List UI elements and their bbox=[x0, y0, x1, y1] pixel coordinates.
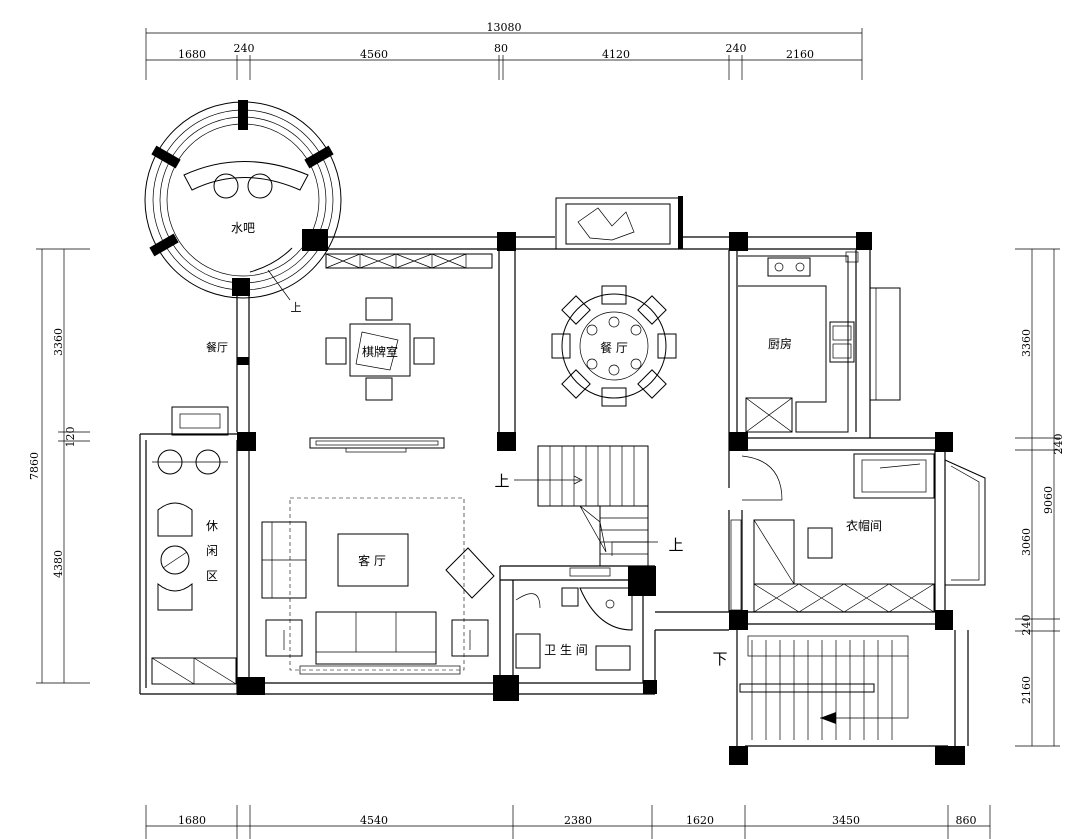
dim-right-1: 3360 bbox=[1020, 329, 1033, 357]
label-living: 客 厅 bbox=[358, 553, 386, 568]
card-room: 棋牌室 bbox=[325, 253, 493, 401]
lower-stairwell: 下 bbox=[712, 635, 909, 740]
dim-left-3: 4380 bbox=[52, 550, 65, 578]
dim-top-4: 80 bbox=[494, 42, 508, 55]
dining-room: 餐 厅 bbox=[551, 285, 677, 407]
label-side-dining: 餐厅 bbox=[206, 340, 228, 354]
leisure-area: 休 闲 区 bbox=[151, 406, 237, 685]
dim-top-6: 240 bbox=[726, 42, 747, 55]
label-leisure-3: 区 bbox=[206, 569, 218, 583]
dim-top-2: 240 bbox=[234, 42, 255, 55]
bottom-dimension-chain: 1680 4540 2380 1620 3450 860 bbox=[145, 805, 991, 839]
walls bbox=[139, 236, 986, 747]
dim-right-3: 3060 bbox=[1020, 528, 1033, 556]
dim-top-7: 2160 bbox=[786, 48, 814, 61]
dim-top-total: 13080 bbox=[487, 21, 522, 34]
dim-bottom-6: 860 bbox=[956, 814, 977, 827]
balcony-planter bbox=[555, 196, 683, 250]
label-kitchen: 厨房 bbox=[768, 336, 792, 351]
dim-left-1: 3360 bbox=[52, 328, 65, 356]
water-bar-rotunda: 上 水吧 bbox=[144, 100, 342, 314]
top-dimension-chain: 13080 1680 240 4560 80 4120 240 2160 bbox=[145, 21, 863, 80]
dim-right-total: 9060 bbox=[1042, 486, 1055, 514]
living-room: 客 厅 bbox=[261, 437, 495, 675]
dim-top-3: 4560 bbox=[360, 48, 388, 61]
label-cloakroom: 衣帽间 bbox=[846, 518, 882, 533]
kitchen: 厨房 bbox=[738, 251, 859, 433]
label-card-room: 棋牌室 bbox=[362, 344, 398, 359]
label-up-stairs-left: 上 bbox=[494, 472, 509, 490]
dim-left-total: 7860 bbox=[28, 452, 41, 480]
dim-bottom-4: 1620 bbox=[686, 814, 714, 827]
dim-right-5: 2160 bbox=[1020, 676, 1033, 704]
left-dimension-chain: 7860 3360 120 4380 bbox=[28, 248, 90, 684]
dim-top-1: 1680 bbox=[178, 48, 206, 61]
label-leisure-2: 闲 bbox=[206, 544, 218, 558]
central-stairs: 上 上 bbox=[494, 445, 684, 567]
dim-bottom-1: 1680 bbox=[178, 814, 206, 827]
bathroom: 卫 生 间 bbox=[515, 567, 633, 671]
label-down-stairs: 下 bbox=[712, 650, 727, 668]
cloakroom: 衣帽间 bbox=[730, 453, 935, 613]
dim-top-5: 4120 bbox=[602, 48, 630, 61]
label-bathroom: 卫 生 间 bbox=[544, 643, 588, 657]
dim-bottom-5: 3450 bbox=[832, 814, 860, 827]
dim-right-2: 240 bbox=[1052, 434, 1065, 455]
label-up-water-bar: 上 bbox=[291, 301, 302, 314]
structural-columns bbox=[237, 229, 965, 765]
label-water-bar: 水吧 bbox=[231, 221, 255, 235]
right-dimension-chain: 3360 240 9060 3060 240 2160 bbox=[1015, 248, 1065, 747]
label-dining: 餐 厅 bbox=[600, 340, 628, 355]
dim-right-4: 240 bbox=[1020, 615, 1033, 636]
label-leisure-1: 休 bbox=[206, 519, 218, 533]
dim-bottom-2: 4540 bbox=[360, 814, 388, 827]
dim-left-2: 120 bbox=[64, 427, 77, 448]
label-up-stairs-right: 上 bbox=[668, 536, 683, 554]
dim-bottom-3: 2380 bbox=[564, 814, 592, 827]
